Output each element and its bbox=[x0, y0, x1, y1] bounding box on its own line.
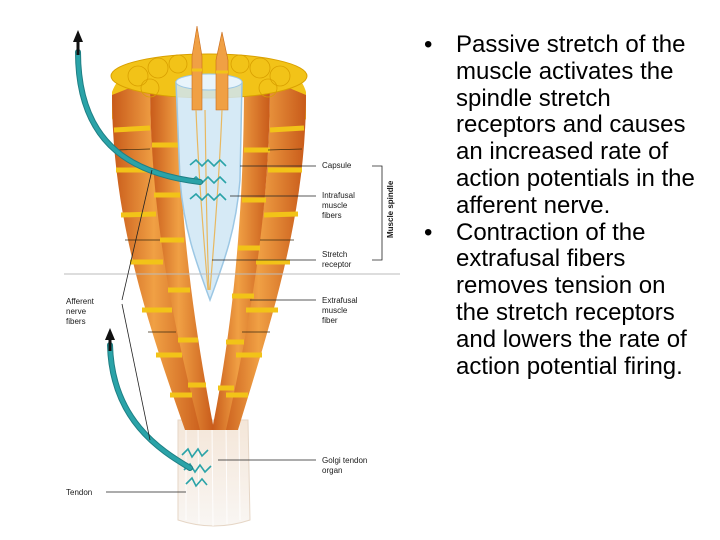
label-extrafusal: Extrafusal muscle fiber bbox=[322, 296, 360, 325]
bullet-text: Passive stretch of the muscle activates … bbox=[456, 31, 695, 219]
muscle-spindle-diagram: Capsule Intrafusal muscle fibers Stretch… bbox=[64, 25, 400, 527]
bullet-list: • Passive stretch of the muscle activate… bbox=[420, 31, 705, 381]
label-stretch-receptor: Stretch receptor bbox=[322, 250, 352, 269]
stretch-receptor-endings bbox=[189, 158, 227, 202]
extrafusal-fibers bbox=[110, 53, 308, 430]
label-capsule: Capsule bbox=[322, 161, 352, 170]
arrow-up-icon bbox=[105, 328, 115, 351]
bullet-text: Contraction of the extrafusal fibers rem… bbox=[456, 218, 687, 380]
label-muscle-spindle: Muscle spindle bbox=[386, 180, 395, 238]
afferent-nerve-fibers bbox=[75, 49, 203, 471]
label-intrafusal: Intrafusal muscle fibers bbox=[322, 191, 357, 220]
label-afferent-nerve: Afferent nerve fibers bbox=[66, 297, 96, 326]
bullet-dot-icon: • bbox=[424, 31, 433, 58]
label-tendon: Tendon bbox=[66, 488, 92, 497]
arrow-up-icon bbox=[73, 30, 83, 55]
tendon-shape bbox=[177, 419, 251, 527]
label-golgi-tendon-organ: Golgi tendon organ bbox=[322, 456, 370, 475]
bullet-item: • Contraction of the extrafusal fibers r… bbox=[420, 218, 705, 381]
intrafusal-fibers bbox=[191, 25, 229, 291]
bullet-dot-icon: • bbox=[424, 218, 433, 246]
bullet-item: • Passive stretch of the muscle activate… bbox=[420, 31, 705, 220]
